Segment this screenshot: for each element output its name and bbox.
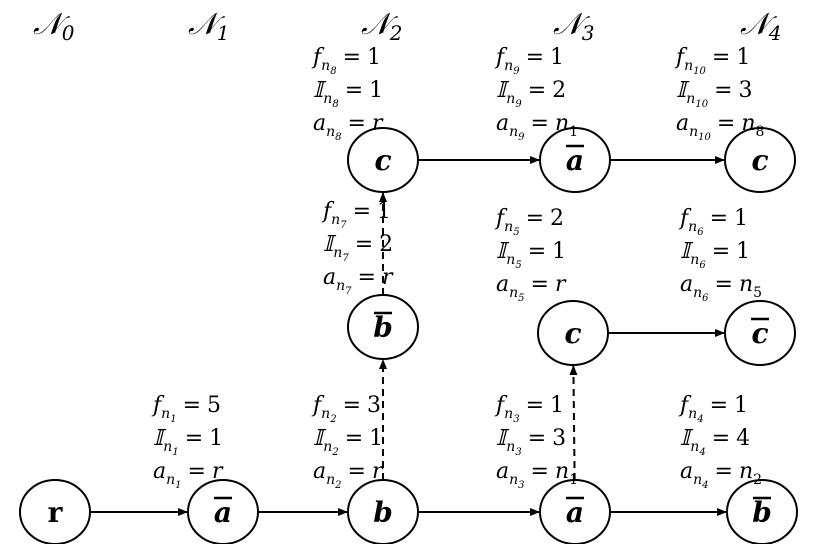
edges — [90, 156, 727, 516]
annotation-ancestor: an1=r — [153, 459, 224, 491]
node-label: c — [564, 317, 581, 350]
level-headers: 𝒩0 𝒩1 𝒩2 𝒩3 𝒩4 — [33, 7, 781, 45]
node-n9: a — [539, 127, 611, 193]
annotation-ancestor: an10=n8 — [676, 111, 764, 143]
level-header-3: 𝒩3 — [553, 7, 594, 45]
annotation-ancestor: an9=n1 — [496, 111, 578, 143]
node-n1: a — [187, 479, 259, 544]
node-circle — [19, 479, 91, 544]
level-subscript: 4 — [768, 21, 782, 45]
annotation-ancestor: an5=r — [496, 272, 567, 304]
node-label: c — [751, 144, 768, 177]
annotation-indicator: 𝕀n10=3 — [676, 78, 753, 110]
annotation-f: fn10=1 — [674, 45, 750, 77]
annotation-f: fn6=1 — [678, 206, 748, 238]
annotation-indicator: 𝕀n3=3 — [496, 426, 566, 458]
node-circle — [537, 300, 609, 366]
node-circle — [539, 127, 611, 193]
node-n3: a — [539, 479, 611, 544]
node-label: c — [374, 144, 391, 177]
node-label: b — [373, 311, 393, 344]
annotation-indicator: 𝕀n8=1 — [313, 78, 383, 110]
annotation-f: fn9=1 — [494, 45, 564, 77]
node-circle — [724, 300, 796, 366]
annotation-f: fn1=5 — [151, 393, 221, 425]
level-header-2: 𝒩2 — [361, 7, 402, 45]
node-label: a — [566, 144, 584, 177]
node-n5: c — [537, 300, 609, 366]
annotation-f: fn3=1 — [494, 393, 564, 425]
level-subscript: 1 — [217, 21, 230, 45]
annotation-ancestor: an8=r — [313, 111, 384, 143]
annotation-ancestor: an6=n5 — [680, 272, 762, 304]
node-label: b — [752, 496, 772, 529]
node-circle — [347, 127, 419, 193]
annotation-indicator: 𝕀n5=1 — [496, 239, 566, 271]
node-circle — [726, 479, 798, 544]
annotation-indicator: 𝕀n9=2 — [496, 78, 566, 110]
node-n7: b — [347, 294, 419, 360]
node-label: a — [214, 496, 232, 529]
node-circle — [187, 479, 259, 544]
node-circle — [347, 479, 419, 544]
node-label: r — [48, 496, 64, 529]
annotation-ancestor: an3=n1 — [496, 459, 578, 491]
node-circle — [347, 294, 419, 360]
annotation-f: fn5=2 — [494, 206, 564, 238]
level-subscript: 2 — [389, 21, 403, 45]
annotation-ancestor: an2=r — [313, 459, 384, 491]
level-header-0: 𝒩0 — [33, 7, 75, 45]
node-r: r — [19, 479, 91, 544]
node-n4: b — [726, 479, 798, 544]
node-label: b — [373, 496, 393, 529]
annotation-indicator: 𝕀n2=1 — [313, 426, 383, 458]
annotation-indicator: 𝕀n6=1 — [680, 239, 750, 271]
level-subscript: 0 — [62, 21, 75, 45]
node-circle — [724, 127, 796, 193]
annotation-f: fn7=1 — [321, 199, 391, 231]
annotation-f: fn2=3 — [311, 393, 381, 425]
annotation-indicator: 𝕀n1=1 — [153, 426, 223, 458]
node-n10: c — [724, 127, 796, 193]
node-n8: c — [347, 127, 419, 193]
node-n2: b — [347, 479, 419, 544]
annotation-f: fn4=1 — [678, 393, 748, 425]
level-subscript: 3 — [582, 21, 595, 45]
edge-n3-n5 — [569, 364, 578, 481]
annotation-ancestor: an4=n2 — [680, 459, 762, 491]
level-header-1: 𝒩1 — [188, 7, 229, 45]
annotation-indicator: 𝕀n7=2 — [323, 232, 393, 264]
node-n6: c — [724, 300, 796, 366]
annotation-ancestor: an7=r — [323, 265, 394, 297]
level-header-4: 𝒩4 — [740, 7, 781, 45]
node-label: a — [566, 496, 584, 529]
node-circle — [539, 479, 611, 544]
annotation-f: fn8=1 — [311, 45, 381, 77]
annotation-indicator: 𝕀n4=4 — [680, 426, 750, 458]
nodes: r a b a b c c b c a c — [19, 127, 798, 544]
node-label: c — [751, 317, 768, 350]
